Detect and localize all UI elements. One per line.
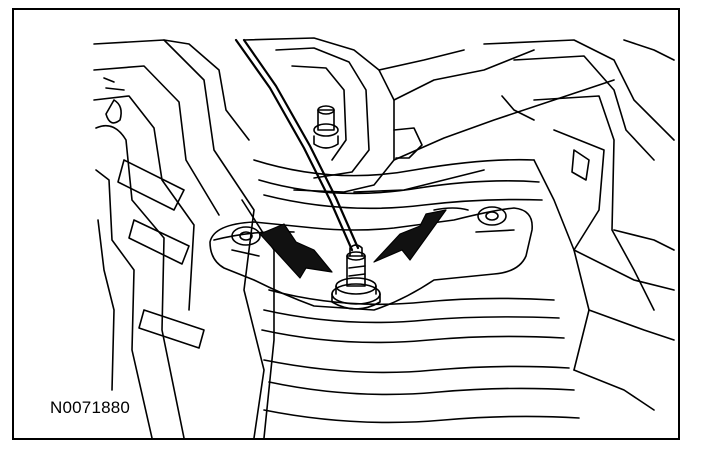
center-channel	[213, 158, 580, 438]
upper-housing	[243, 37, 615, 193]
upper-bolt	[313, 105, 339, 149]
figure-id-label: N0071880	[50, 398, 131, 417]
callout-arrows	[259, 209, 447, 279]
exploded-view-drawing	[93, 37, 675, 438]
diagram-frame: N0071880	[12, 8, 680, 440]
mounting-bracket	[209, 206, 533, 311]
left-arrow-icon	[259, 223, 333, 279]
right-arrow-icon	[373, 209, 447, 263]
cable	[234, 38, 360, 252]
right-body-panel	[483, 39, 675, 411]
left-body-panel	[93, 39, 265, 438]
central-stud	[331, 244, 381, 310]
